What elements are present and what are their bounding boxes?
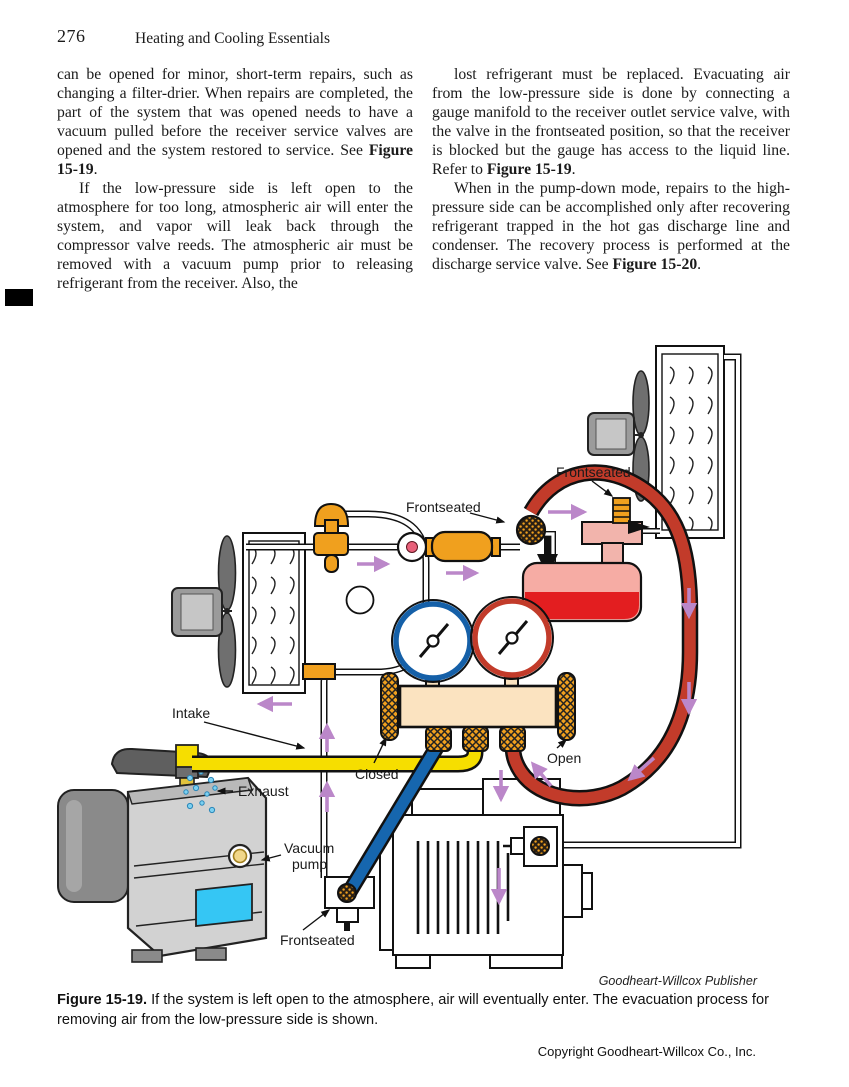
receiver-liquid — [525, 592, 639, 619]
evaporator-coil — [242, 532, 306, 694]
page-number: 276 — [57, 26, 86, 46]
compressor — [379, 778, 593, 969]
label-closed: Closed — [355, 766, 399, 782]
sensing-bulb — [345, 585, 375, 615]
blue-low-side-hose — [340, 740, 445, 901]
flow-arrows — [256, 503, 698, 906]
label-exhaust: Exhaust — [238, 783, 289, 799]
yellow-vacuum-hose — [192, 743, 484, 773]
print-margin-mark — [5, 289, 33, 306]
copyright-line: Copyright Goodheart-Willcox Co., Inc. — [537, 1044, 756, 1059]
label-vacuum-pump-2: pump — [292, 856, 327, 872]
red-high-side-hose — [504, 464, 699, 807]
running-head-title: Heating and Cooling Essentials — [135, 30, 331, 47]
low-pressure-gauge — [391, 599, 475, 683]
sight-glass — [396, 531, 428, 563]
manifold-handwheel-open — [557, 672, 576, 741]
figure-caption: Figure 15-19. If the system is left open… — [57, 992, 769, 1028]
gauge-manifold — [380, 596, 576, 752]
body-text-right-column: lost refrigerant must be replaced. Evacu… — [432, 65, 790, 274]
high-pressure-gauge — [470, 596, 554, 680]
expansion-valve — [313, 502, 350, 573]
receiver-outlet-service-valve — [515, 514, 547, 546]
suction-valve-knurl — [337, 883, 357, 903]
condenser-coil — [655, 345, 725, 539]
paragraph: If the low-pressure side is left open to… — [57, 180, 413, 292]
evaporator-fan — [171, 535, 237, 688]
flow-arrow-black-right — [628, 520, 650, 534]
discharge-line-pipe — [556, 353, 742, 849]
label-frontseated-receiver-inlet: Frontseated — [556, 464, 631, 480]
label-open: Open — [547, 750, 581, 766]
pump-body — [126, 776, 268, 958]
paragraph: When in the pump-down mode, repairs to t… — [432, 180, 790, 273]
manifold-handwheel-closed — [380, 672, 399, 741]
paragraph: can be opened for minor, short-term repa… — [57, 66, 413, 178]
figure-credit: Goodheart-Willcox Publisher — [598, 974, 757, 988]
callout-leaders — [203, 480, 614, 931]
pump-label-plate — [195, 882, 253, 928]
filter-drier — [425, 530, 501, 563]
paragraph: lost refrigerant must be replaced. Evacu… — [432, 66, 790, 178]
vacuum-pump — [57, 744, 268, 963]
body-text-left-column: can be opened for minor, short-term repa… — [57, 65, 413, 293]
condenser-fan — [587, 370, 650, 502]
label-intake: Intake — [172, 705, 210, 721]
label-frontseated-suction: Frontseated — [280, 932, 355, 948]
manifold-port-utility — [462, 726, 489, 752]
evaporator-outlet-union — [302, 663, 336, 680]
manifold-port-high — [499, 726, 526, 752]
manifold-body — [398, 684, 558, 729]
discharge-service-valve — [503, 826, 558, 867]
figure-15-19-diagram: Frontseated Frontseated Intake Exhaust V… — [57, 345, 742, 969]
label-vacuum-pump-1: Vacuum — [284, 840, 334, 856]
manifold-port-low — [425, 726, 452, 752]
label-frontseated-receiver-outlet: Frontseated — [406, 499, 481, 515]
receiver — [521, 497, 660, 623]
